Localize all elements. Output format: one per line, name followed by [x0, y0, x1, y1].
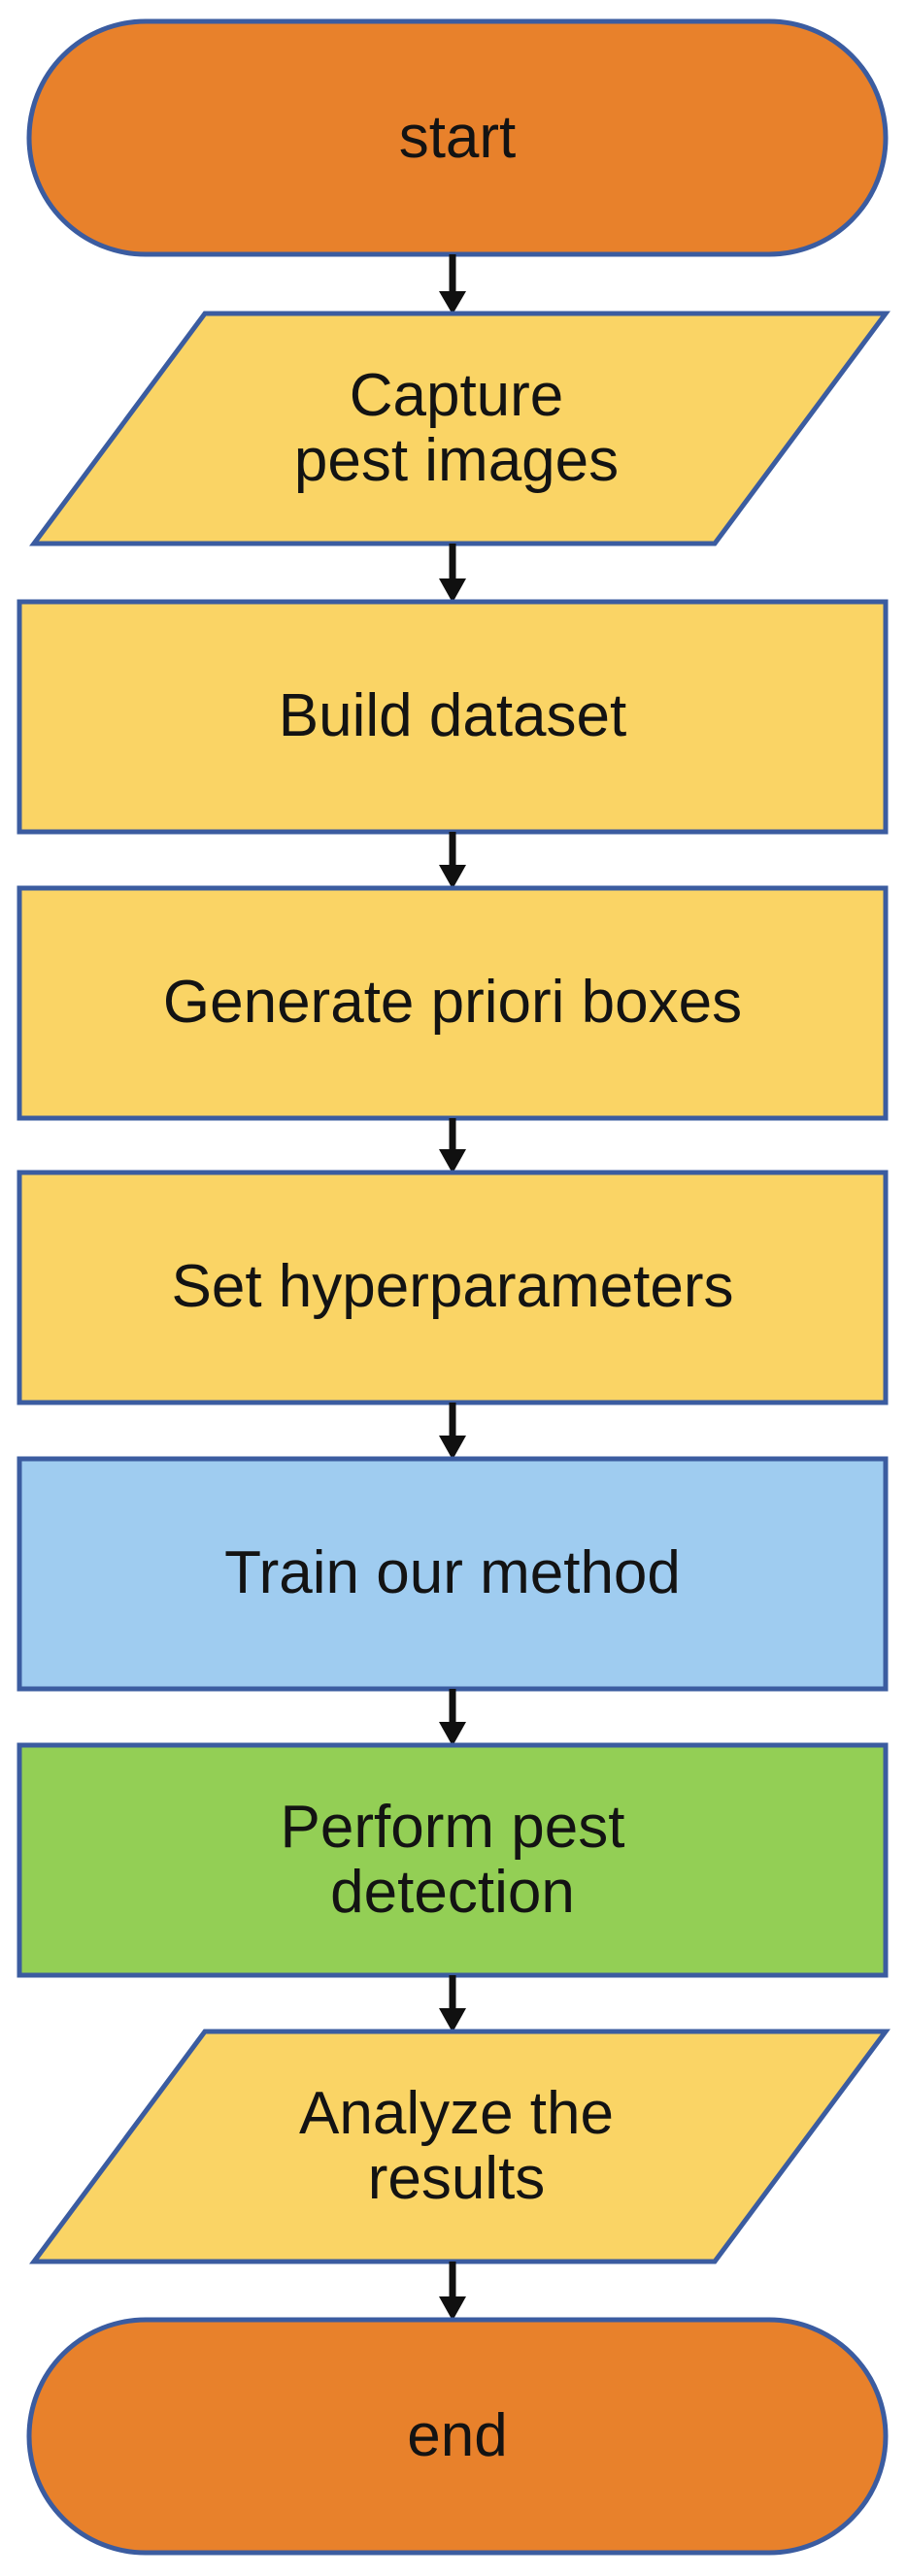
node-start[interactable] — [29, 21, 886, 254]
edge-set-train — [439, 1403, 466, 1460]
edge-start-capture — [439, 254, 466, 314]
node-capture-pest-images[interactable] — [34, 314, 886, 544]
node-shape-start[interactable] — [26, 18, 889, 257]
node-shape-analyze-the-results[interactable] — [29, 2029, 890, 2264]
edge-train-detect — [439, 1689, 466, 1746]
node-perform-pest-detection[interactable] — [19, 1745, 886, 1975]
node-build-dataset[interactable] — [19, 602, 886, 832]
edge-capture-build — [439, 544, 466, 603]
node-shape-perform-pest-detection[interactable] — [17, 1742, 889, 1978]
edge-build-generate — [439, 832, 466, 889]
node-shape-end[interactable] — [26, 2317, 889, 2556]
node-set-hyperparameters[interactable] — [19, 1172, 886, 1403]
edge-generate-set — [439, 1118, 466, 1173]
node-train-our-method[interactable] — [19, 1459, 886, 1689]
node-generate-priori-boxes[interactable] — [19, 888, 886, 1118]
node-analyze-the-results[interactable] — [34, 2031, 886, 2262]
node-shape-set-hyperparameters[interactable] — [17, 1170, 889, 1405]
node-shape-train-our-method[interactable] — [17, 1456, 889, 1692]
edge-analyze-end — [439, 2262, 466, 2321]
node-end[interactable] — [29, 2320, 886, 2553]
node-shape-capture-pest-images[interactable] — [29, 311, 890, 546]
edge-detect-analyze — [439, 1975, 466, 2032]
